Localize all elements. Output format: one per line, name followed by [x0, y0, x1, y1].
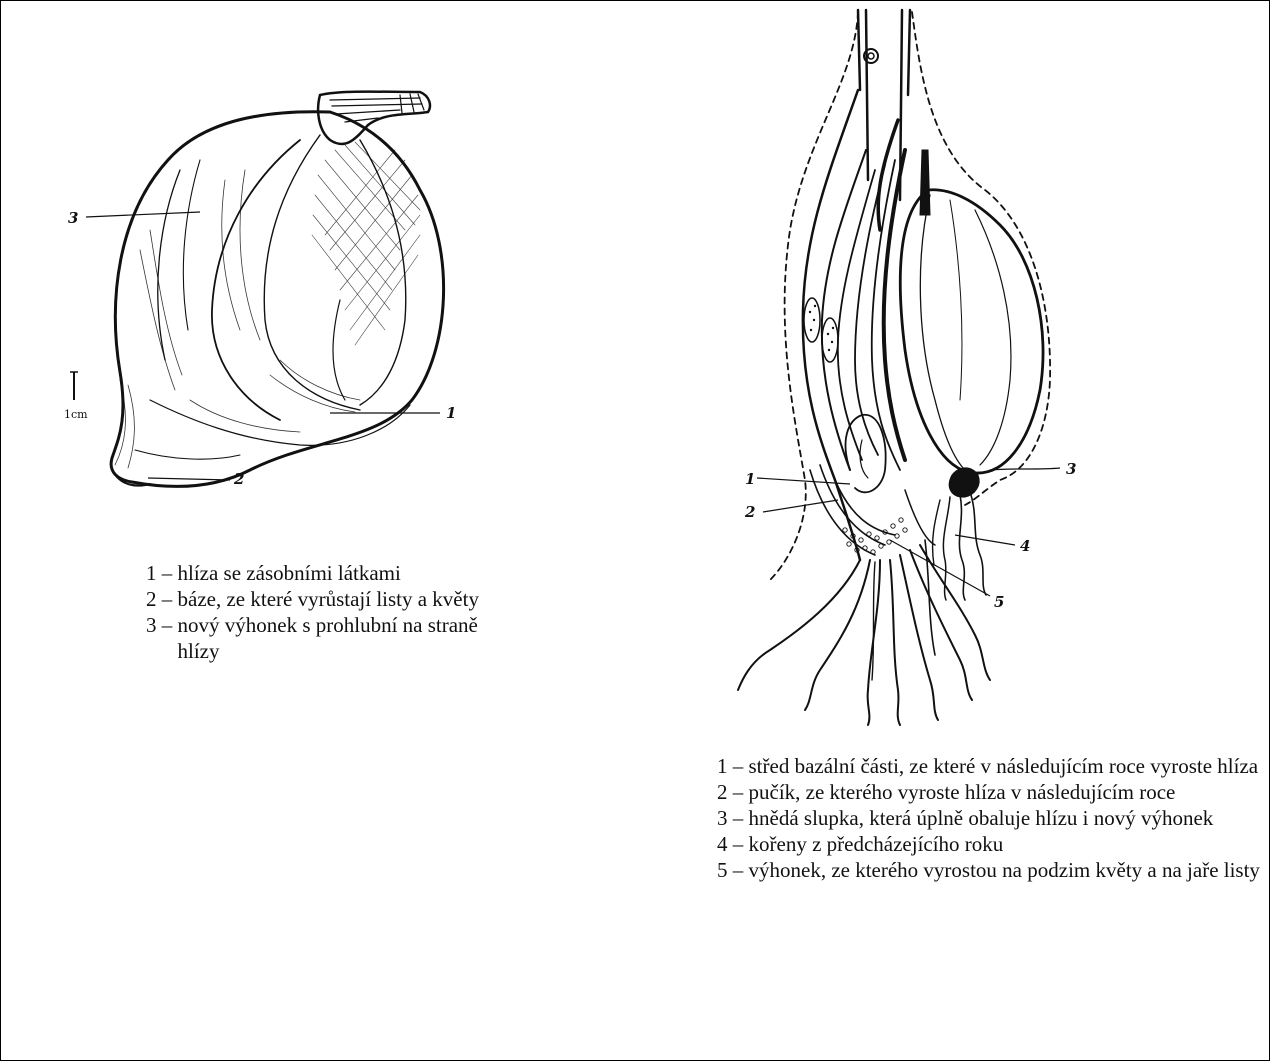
right-label-2: 2: [744, 503, 755, 521]
legend-right: 1 – střed bazální části, ze které v násl…: [717, 753, 1262, 883]
corm-drawing: [111, 92, 443, 487]
legend-text: nový výhonek s prohlubní na straně hlízy: [178, 612, 512, 664]
legend-number: 1: [717, 753, 728, 779]
right-label-3: 3: [1066, 460, 1076, 478]
scale-label: 1cm: [64, 408, 88, 421]
legend-item: 2 – pučík, ze kterého vyroste hlíza v ná…: [717, 779, 1257, 805]
legend-text: výhonek, ze kterého vyrostou na podzim k…: [749, 857, 1263, 883]
left-label-1: 1: [446, 404, 456, 422]
right-label-4: 4: [1020, 537, 1030, 555]
legend-text: báze, ze které vyrůstají listy a květy: [178, 586, 502, 612]
right-label-5: 5: [994, 593, 1004, 611]
legend-item: 4 – kořeny z předcházejícího roku: [717, 831, 1262, 857]
legend-item: 1 – střed bazální části, ze které v násl…: [717, 753, 1262, 779]
legend-text: kořeny z předcházejícího roku: [749, 831, 1263, 857]
legend-number: 3: [717, 805, 728, 831]
legend-text: střed bazální části, ze které v následuj…: [749, 753, 1263, 779]
legend-number: 2: [146, 586, 157, 612]
legend-text: pučík, ze kterého vyroste hlíza v násled…: [749, 779, 1258, 805]
legend-text: hlíza se zásobními látkami: [178, 560, 527, 586]
legend-number: 4: [717, 831, 728, 857]
left-label-3: 3: [68, 209, 78, 227]
right-label-1: 1: [745, 470, 755, 488]
legend-number: 5: [717, 857, 728, 883]
bulb-section-drawing: [738, 10, 1050, 725]
right-callouts: [757, 468, 1060, 596]
legend-left: 1 – hlíza se zásobními látkami 2 – báze,…: [146, 560, 526, 664]
scale-bar: 1cm: [64, 372, 88, 421]
legend-item: 3 – nový výhonek s prohlubní na straně h…: [146, 612, 511, 664]
legend-item: 2 – báze, ze které vyrůstají listy a kvě…: [146, 586, 501, 612]
legend-item: 1 – hlíza se zásobními látkami: [146, 560, 526, 586]
legend-text: hnědá slupka, která úplně obaluje hlízu …: [749, 805, 1253, 831]
left-label-2: 2: [233, 470, 244, 488]
legend-item: 5 – výhonek, ze kterého vyrostou na podz…: [717, 857, 1262, 883]
legend-number: 1: [146, 560, 157, 586]
legend-item: 3 – hnědá slupka, která úplně obaluje hl…: [717, 805, 1252, 831]
legend-number: 2: [717, 779, 728, 805]
legend-number: 3: [146, 612, 157, 664]
